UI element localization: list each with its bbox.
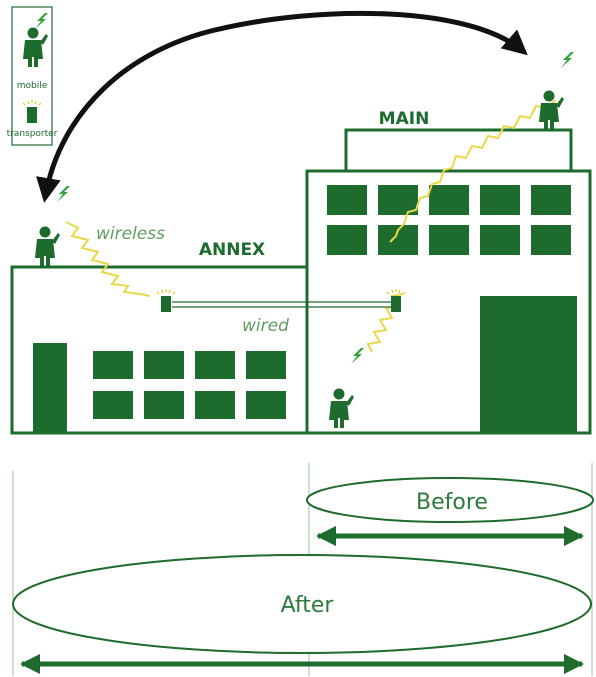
lightning-icon — [57, 186, 70, 202]
annex-windows — [93, 351, 286, 419]
annex-door — [33, 343, 67, 432]
wireless-label: wireless — [96, 224, 165, 244]
wireless-zigzag-annex — [65, 221, 151, 297]
wired-label: wired — [242, 316, 289, 336]
legend-mobile-label: mobile — [17, 81, 48, 91]
annex-building-label: ANNEX — [199, 240, 265, 260]
legend-transporter-label: transporter — [7, 129, 58, 139]
curved-arrow-icon — [36, 10, 528, 203]
main-door — [480, 296, 577, 432]
before-label: Before — [416, 490, 488, 515]
coverage-comparison: Before After — [12, 463, 594, 676]
main-building: MAIN — [305, 109, 592, 435]
person-icon — [35, 226, 60, 266]
lightning-icon — [561, 52, 574, 68]
wired-link — [172, 301, 392, 308]
main-windows — [327, 185, 571, 255]
person-icon — [539, 90, 564, 130]
after-ellipse — [12, 554, 592, 654]
main-building-label: MAIN — [379, 109, 430, 129]
wireless-zigzag-main-roof — [389, 99, 557, 243]
after-label: After — [281, 593, 335, 618]
annex-building: ANNEX — [10, 240, 309, 435]
before-ellipse — [306, 477, 594, 523]
legend-box: mobile transporter — [7, 6, 58, 146]
